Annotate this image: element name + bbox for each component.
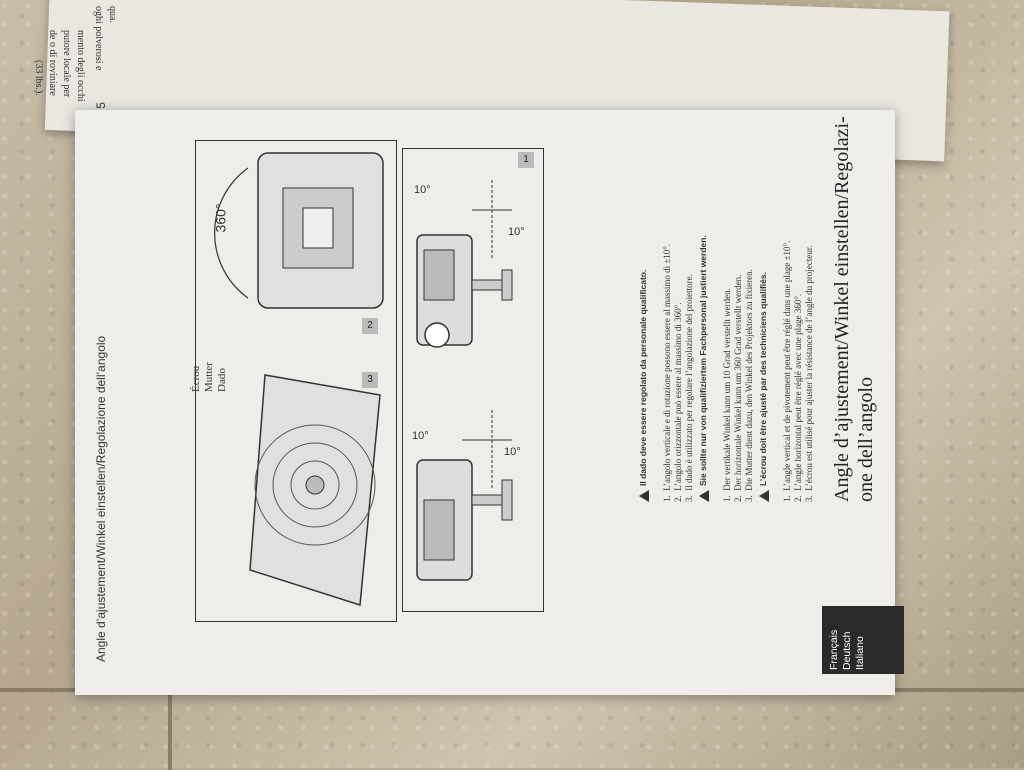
german-section: 1. Der vertikale Winkel kann um 10 Grad … xyxy=(722,82,755,502)
it-item-3: 3. Il dado è utilizzato per regolare l’a… xyxy=(684,274,694,502)
french-warning: L’écrou doit être ajusté par des technic… xyxy=(758,82,769,502)
de-item-1: 1. Der vertikale Winkel kann um 10 Grad … xyxy=(722,288,732,502)
fr-item-1: 1. L’angle vertical et de pivotement peu… xyxy=(782,240,792,502)
figure-badge-3: 3 xyxy=(362,372,378,388)
mount-top-view xyxy=(214,152,384,309)
figure-badge-1: 1 xyxy=(518,152,534,168)
fragment: mento degli occhi xyxy=(75,30,86,102)
title-line-2: one dell’angolo xyxy=(855,377,877,502)
page-number: 5 xyxy=(94,102,108,109)
lang-french: Français xyxy=(828,629,840,670)
fr-item-3: 3. L’écrou est utilisé pour ajuster la r… xyxy=(804,245,814,502)
italian-section: 1. L’angolo verticale e di rotazione pos… xyxy=(662,82,695,502)
fr-item-2: 2. L’angle horizontal peut être réglé av… xyxy=(793,293,803,502)
rotating-plate-view xyxy=(249,374,381,606)
it-item-2: 2. L’angolo orizzontale può essere al ma… xyxy=(673,302,683,502)
page-footer: Angle d’ajustement/Winkel einstellen/Reg… xyxy=(94,102,108,662)
warning-icon xyxy=(698,490,709,502)
de-item-3: 3. Die Mutter dient dazu, den Winkel des… xyxy=(744,269,754,502)
de-item-2: 2. Der horizontale Winkel kann um 360 Gr… xyxy=(733,274,743,502)
nut-label-fr: Écrou xyxy=(190,365,202,392)
warning-icon xyxy=(638,490,649,502)
it-item-1: 1. L’angolo verticale e di rotazione pos… xyxy=(662,243,672,502)
german-warning: Sie sollte nur von qualifiziertem Fachpe… xyxy=(698,82,709,502)
fragment: qua. xyxy=(107,6,118,23)
fragment: putore locale per xyxy=(61,30,72,98)
fragment: de o di roviniare xyxy=(47,30,58,96)
page-title: Angle d’ajustement/Winkel einstellen/Reg… xyxy=(830,102,878,502)
angle-label: 10° xyxy=(504,446,521,458)
french-section: 1. L’angle vertical et de pivotement peu… xyxy=(782,82,815,502)
lang-german: Deutsch xyxy=(841,631,853,670)
language-tab: Français Deutsch Italiano xyxy=(822,606,904,674)
rotation-label: 360° xyxy=(212,203,229,233)
italian-warning: Il dado deve essere regolato da personal… xyxy=(638,82,649,502)
warning-icon xyxy=(758,490,769,502)
angle-label: 10° xyxy=(414,184,431,196)
figure-box-2 xyxy=(195,140,397,622)
projector-side-view-bottom xyxy=(416,410,513,581)
angle-label: 10° xyxy=(412,430,429,442)
title-line-1: Angle d’ajustement/Winkel einstellen/Reg… xyxy=(831,116,853,502)
nut-labels: Écrou Mutter Dado xyxy=(190,362,229,392)
nut-label-it: Dado xyxy=(216,368,228,392)
projector-side-view-top xyxy=(416,180,513,348)
tile-grout-vertical xyxy=(168,690,172,770)
nut-label-de: Mutter xyxy=(203,362,215,392)
fragment: (33 lbs.). xyxy=(33,60,44,96)
figure-box-1 xyxy=(402,148,544,612)
footer-text: Angle d’ajustement/Winkel einstellen/Reg… xyxy=(94,335,108,662)
figure-badge-2: 2 xyxy=(362,318,378,334)
angle-label: 10° xyxy=(508,226,525,238)
lang-italian: Italiano xyxy=(854,636,866,670)
fragment: oghi polverosi e xyxy=(93,6,104,71)
manual-page xyxy=(75,110,895,695)
